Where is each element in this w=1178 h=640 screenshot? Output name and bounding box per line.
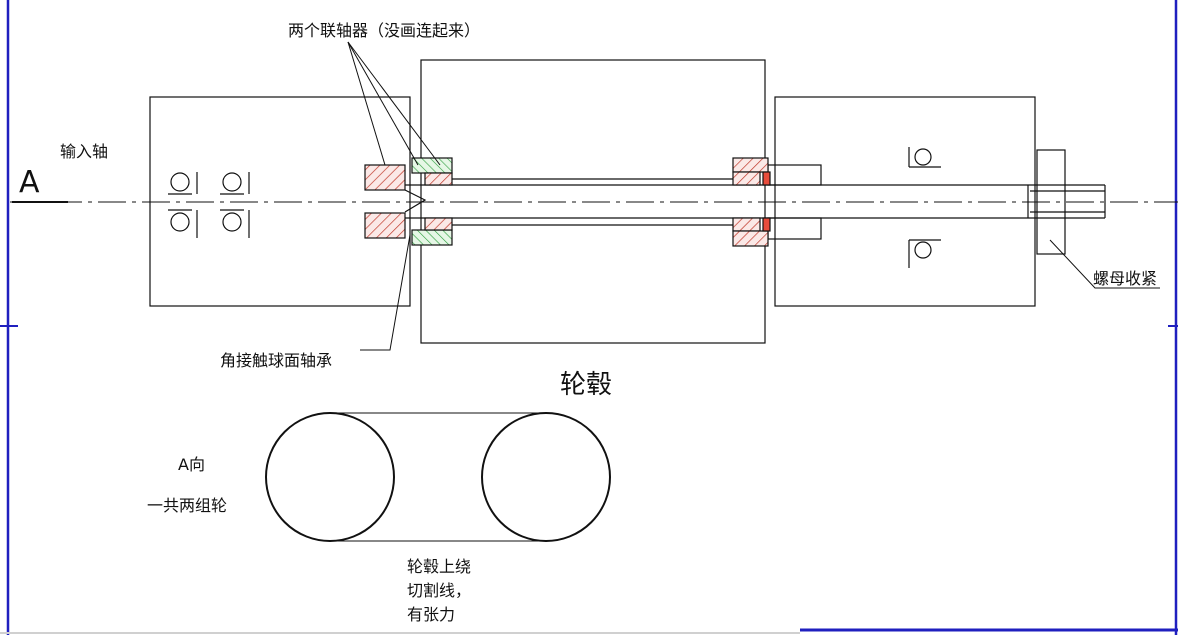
label-view-letter: A: [19, 165, 40, 200]
label-note-line3: 有张力: [407, 605, 455, 624]
label-view-direction: A向: [178, 455, 205, 474]
label-wheel-groups: 一共两组轮: [147, 496, 227, 515]
right-box: [774, 96, 1066, 307]
left-bearing: [411, 157, 453, 246]
wheel-left: [265, 412, 395, 542]
hub-box: [420, 59, 766, 344]
leader-lines: [347, 41, 1160, 351]
label-couplings: 两个联轴器（没画连起来）: [288, 21, 480, 40]
label-bearing: 角接触球面轴承: [220, 351, 332, 370]
right-bearing: [732, 157, 771, 247]
label-nut: 螺母收紧: [1093, 269, 1157, 288]
label-note-line1: 轮毂上绕: [407, 557, 471, 576]
input-box: [149, 96, 411, 307]
left-coupling: [364, 164, 427, 239]
label-input-shaft: 输入轴: [60, 142, 108, 161]
wheel-right: [481, 412, 611, 542]
wheels-view: [265, 412, 611, 542]
label-hub: 轮毂: [560, 370, 612, 400]
label-note-line2: 切割线，: [407, 581, 471, 600]
